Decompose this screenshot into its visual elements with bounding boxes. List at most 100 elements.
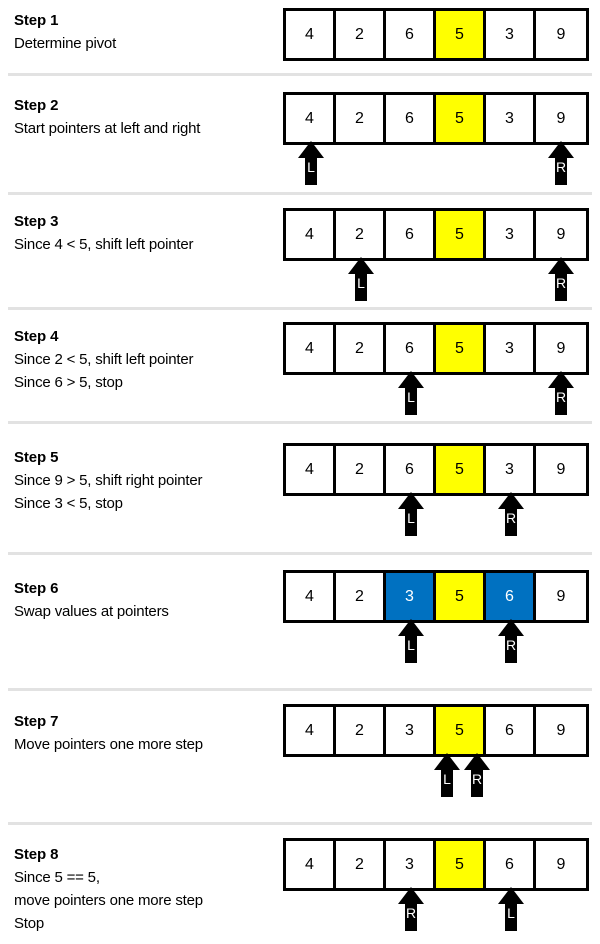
step-description-line: Since 2 < 5, shift left pointer xyxy=(14,351,194,368)
step-separator xyxy=(8,73,592,76)
arrow-shaft xyxy=(555,157,567,185)
left-pointer-arrow: L xyxy=(398,619,424,663)
pointer-label: L xyxy=(407,510,415,526)
pointer-label: R xyxy=(555,389,567,405)
array-cell: 3 xyxy=(486,95,536,142)
step-separator xyxy=(8,552,592,555)
array-cell: 4 xyxy=(286,95,336,142)
array-cell: 2 xyxy=(336,325,386,372)
arrow-shaft xyxy=(355,273,367,301)
step-description-line: Start pointers at left and right xyxy=(14,120,201,137)
array-cell: 2 xyxy=(336,573,386,620)
arrow-up-icon xyxy=(498,492,524,509)
array-cell: 6 xyxy=(386,211,436,258)
array-cell: 2 xyxy=(336,211,386,258)
arrow-shaft xyxy=(405,508,417,536)
arrow-shaft xyxy=(441,769,453,797)
step-separator xyxy=(8,192,592,195)
step-text-block: Step 6 Swap values at pointers xyxy=(14,578,276,623)
array-cell: 9 xyxy=(536,446,586,493)
array-cell: 4 xyxy=(286,325,336,372)
arrow-shaft xyxy=(505,903,517,931)
array-cell: 6 xyxy=(386,95,436,142)
right-pointer-arrow: R xyxy=(498,492,524,536)
step-description-line: Since 6 > 5, stop xyxy=(14,374,123,391)
step-title: Step 4 xyxy=(14,328,59,345)
step-title: Step 1 xyxy=(14,12,59,29)
step-title: Step 6 xyxy=(14,580,59,597)
pointer-label: L xyxy=(407,637,415,653)
array-cell: 2 xyxy=(336,841,386,888)
arrow-shaft xyxy=(505,635,517,663)
array-cell: 6 xyxy=(486,841,536,888)
array-cell: 3 xyxy=(386,841,436,888)
pointer-label: R xyxy=(555,159,567,175)
pointer-label: R xyxy=(471,771,483,787)
step-description-line: Stop xyxy=(14,915,45,932)
array-cell: 9 xyxy=(536,841,586,888)
left-pointer-arrow: L xyxy=(398,492,424,536)
arrow-up-icon xyxy=(464,753,490,770)
step-description-line: Determine pivot xyxy=(14,35,117,52)
right-pointer-arrow: R xyxy=(548,371,574,415)
array-cell: 6 xyxy=(386,446,436,493)
array-cell: 4 xyxy=(286,841,336,888)
arrow-up-icon xyxy=(398,619,424,636)
arrow-up-icon xyxy=(398,492,424,509)
arrow-up-icon xyxy=(348,257,374,274)
arrow-shaft xyxy=(405,387,417,415)
array-cell: 3 xyxy=(386,707,436,754)
step-separator xyxy=(8,822,592,825)
step-title: Step 3 xyxy=(14,213,59,230)
step-title: Step 5 xyxy=(14,449,59,466)
array-cell-swapped: 6 xyxy=(486,573,536,620)
array-cell: 6 xyxy=(486,707,536,754)
step-text-block: Step 7 Move pointers one more step xyxy=(14,711,276,756)
step-description-line: Since 9 > 5, shift right pointer xyxy=(14,472,203,489)
left-pointer-arrow: L xyxy=(434,753,460,797)
step-description-line: Since 4 < 5, shift left pointer xyxy=(14,236,194,253)
right-pointer-arrow: R xyxy=(548,257,574,301)
pointer-label: L xyxy=(357,275,365,291)
pointer-label: L xyxy=(407,389,415,405)
step-description-line: Since 3 < 5, stop xyxy=(14,495,123,512)
step-separator xyxy=(8,307,592,310)
step-text-block: Step 3 Since 4 < 5, shift left pointer xyxy=(14,211,276,256)
step-description-line: Move pointers one more step xyxy=(14,736,203,753)
left-pointer-arrow: L xyxy=(298,141,324,185)
arrow-shaft xyxy=(405,635,417,663)
array-cell: 4 xyxy=(286,446,336,493)
arrow-up-icon xyxy=(548,257,574,274)
pointer-label: R xyxy=(405,905,417,921)
step-separator xyxy=(8,421,592,424)
array-cell: 2 xyxy=(336,446,386,493)
array-cell: 3 xyxy=(486,11,536,58)
array-cell: 3 xyxy=(486,211,536,258)
step-description-line: move pointers one more step xyxy=(14,892,203,909)
arrow-up-icon xyxy=(498,619,524,636)
step-separator xyxy=(8,688,592,691)
array-cell-pivot: 5 xyxy=(436,707,486,754)
array-cell: 9 xyxy=(536,211,586,258)
step-title: Step 7 xyxy=(14,713,59,730)
step-title: Step 2 xyxy=(14,97,59,114)
array-cell: 2 xyxy=(336,11,386,58)
arrow-shaft xyxy=(505,508,517,536)
arrow-up-icon xyxy=(498,887,524,904)
arrow-up-icon xyxy=(398,371,424,388)
step-text-block: Step 2 Start pointers at left and right xyxy=(14,95,276,140)
right-pointer-arrow: R xyxy=(498,619,524,663)
step-description-line: Swap values at pointers xyxy=(14,603,169,620)
array-cell: 4 xyxy=(286,707,336,754)
array-cell: 2 xyxy=(336,707,386,754)
arrow-shaft xyxy=(555,387,567,415)
array-cell-pivot: 5 xyxy=(436,573,486,620)
